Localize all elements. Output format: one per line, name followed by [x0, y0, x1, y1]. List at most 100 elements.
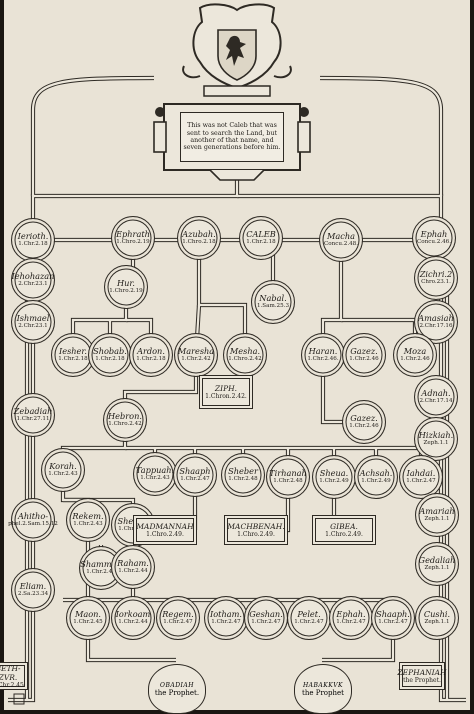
- person-ref: Zeph.1.1: [424, 565, 450, 572]
- person-ref: 2.Chr.17.14: [419, 398, 453, 405]
- person-ref: 1.Chr.2.44: [86, 569, 116, 576]
- place-name: BETH-ZVR.: [0, 663, 21, 682]
- person-ref: Zeph.1.1: [423, 440, 449, 447]
- person-name: Gazez.: [350, 346, 378, 357]
- place-ref: 1.Chro.2.49.: [237, 531, 275, 538]
- prophet-name: HABAKKVK: [302, 681, 344, 689]
- person-ref: Zeph.1.1: [424, 516, 450, 523]
- person-node-ierioth: Ierioth.1.Chr.2.18: [11, 218, 55, 262]
- person-name: Maon.: [74, 609, 102, 620]
- person-ref: 1.Chr.2.18: [18, 241, 48, 248]
- person-name: Iesher.: [58, 346, 87, 357]
- person-ref: 1.Chr.2.18: [136, 356, 166, 363]
- place-ref: 1.Chro.2.49.: [146, 531, 184, 538]
- person-name: Amariah: [419, 506, 455, 517]
- person-ref: 2.Sa.23.34: [17, 591, 49, 598]
- person-name: Shammai.: [80, 559, 122, 570]
- place-box-machbenah: MACHBENAH.1.Chro.2.49.: [224, 515, 288, 545]
- person-ref: 1.Chr.2.47: [251, 619, 281, 626]
- person-name: Macha: [326, 231, 355, 242]
- person-ref: 1.Chr.2.46.: [307, 356, 339, 363]
- person-name: Ephrath: [116, 229, 150, 240]
- person-node-hur: Hur.1.Chro.2.19: [104, 265, 148, 309]
- person-ref: 1.Chr.2.46: [349, 356, 379, 363]
- person-name: Ephah: [420, 229, 448, 240]
- person-name: Cushi.: [423, 609, 451, 620]
- person-name: Haran.: [308, 346, 338, 357]
- person-ref: 1.Chr.2.43: [73, 521, 103, 528]
- person-ref: phel.2.Sam.15.12: [8, 521, 58, 528]
- person-name: Shema.: [118, 517, 149, 526]
- person-ref: 1.Chro.2.19: [109, 288, 143, 295]
- person-name: Raham.: [117, 558, 149, 569]
- place-box-gibea: GIBEA.1.Chro.2.49.: [312, 515, 376, 545]
- place-name: MACHBENAH.: [227, 522, 285, 531]
- person-name: Iahdai.: [406, 468, 436, 479]
- person-name: Hebron.: [108, 411, 142, 422]
- person-name: Iorkoam: [115, 609, 151, 620]
- person-name: Gazez.: [350, 413, 378, 424]
- person-name: Tappuah.: [135, 465, 175, 476]
- person-name: Eliam.: [19, 581, 47, 592]
- person-name: Zichri.2: [419, 269, 453, 280]
- person-node-iesher: Iesher.1.Chr.2.18: [51, 333, 95, 377]
- prophet-name: OBADIAH: [160, 681, 194, 689]
- person-node-sheua: Sheua.1.Chr.2.49: [312, 455, 356, 499]
- person-name: Ishmael: [16, 313, 50, 324]
- person-ref: 1.Chr.2.47: [180, 476, 210, 483]
- person-ref: Chro.23.1.: [421, 279, 451, 286]
- person-ref: 1.Chr.2.47: [378, 619, 408, 626]
- person-name: Moza: [403, 346, 427, 357]
- person-node-gazez1: Gazez.1.Chr.2.46: [342, 333, 386, 377]
- person-name: Regem.: [162, 609, 194, 620]
- person-ref: 1.Chr.2.49: [319, 478, 349, 485]
- person-ref: 1.Sam.25.3: [256, 303, 290, 310]
- person-node-achsah: Achsah.1.Chr.2.49: [354, 455, 398, 499]
- person-name: Amasiah: [418, 313, 454, 324]
- person-ref: Concu.2.48.: [324, 241, 358, 248]
- place-ref: 1.Chr.2.45: [0, 681, 24, 689]
- person-ref: 2.Chr.17.16: [419, 323, 453, 330]
- person-ref: 1.Chr.2.43: [140, 475, 170, 482]
- person-ref: 2.Chr.23.1: [18, 323, 48, 330]
- person-name: Shaaph: [179, 466, 211, 477]
- person-node-ardon: Ardon.1.Chr.2.18: [129, 333, 173, 377]
- person-ref: 1.Chr.2.48: [273, 478, 303, 485]
- person-node-regem: Regem.1.Chr.2.47: [156, 596, 200, 640]
- person-ref: 1.Chro.2.42: [108, 421, 142, 428]
- person-name: Pelet.: [297, 609, 321, 620]
- person-node-raham: Raham.1.Chr.2.44: [111, 545, 155, 589]
- person-name: Zebadiah: [13, 406, 53, 417]
- person-ref: 1.Chr.2.44: [118, 619, 148, 626]
- person-ref: 1.Chr.27.11: [16, 416, 50, 423]
- person-name: CALEB: [246, 229, 276, 240]
- person-ref: 1.Chr.2.48: [228, 476, 258, 483]
- person-name: Sheua.: [319, 468, 349, 479]
- person-name: Shaaph.: [376, 609, 410, 620]
- person-node-iahdai: Iahdai.1.Chr.2.47: [399, 455, 443, 499]
- person-ref: 1.Chr.2.42: [181, 356, 211, 363]
- person-name: Hizkiah.: [418, 430, 454, 441]
- person-node-ahithophel: Ahitho-phel.2.Sam.15.12: [8, 498, 58, 542]
- person-name: Ierioth.: [17, 231, 49, 242]
- person-name: Ahitho-: [17, 511, 49, 522]
- place-ref: the Prophet.: [403, 677, 441, 684]
- person-ref: 1.Chr.2.46: [349, 423, 379, 430]
- person-name: Tirhanah: [269, 468, 307, 479]
- person-name: Iehohazan: [11, 271, 55, 282]
- person-node-shobab: Shobab.1.Chr.2.18: [88, 333, 132, 377]
- person-name: Rekem.: [72, 511, 104, 522]
- person-ref: 2.Chr.23.1: [18, 281, 48, 288]
